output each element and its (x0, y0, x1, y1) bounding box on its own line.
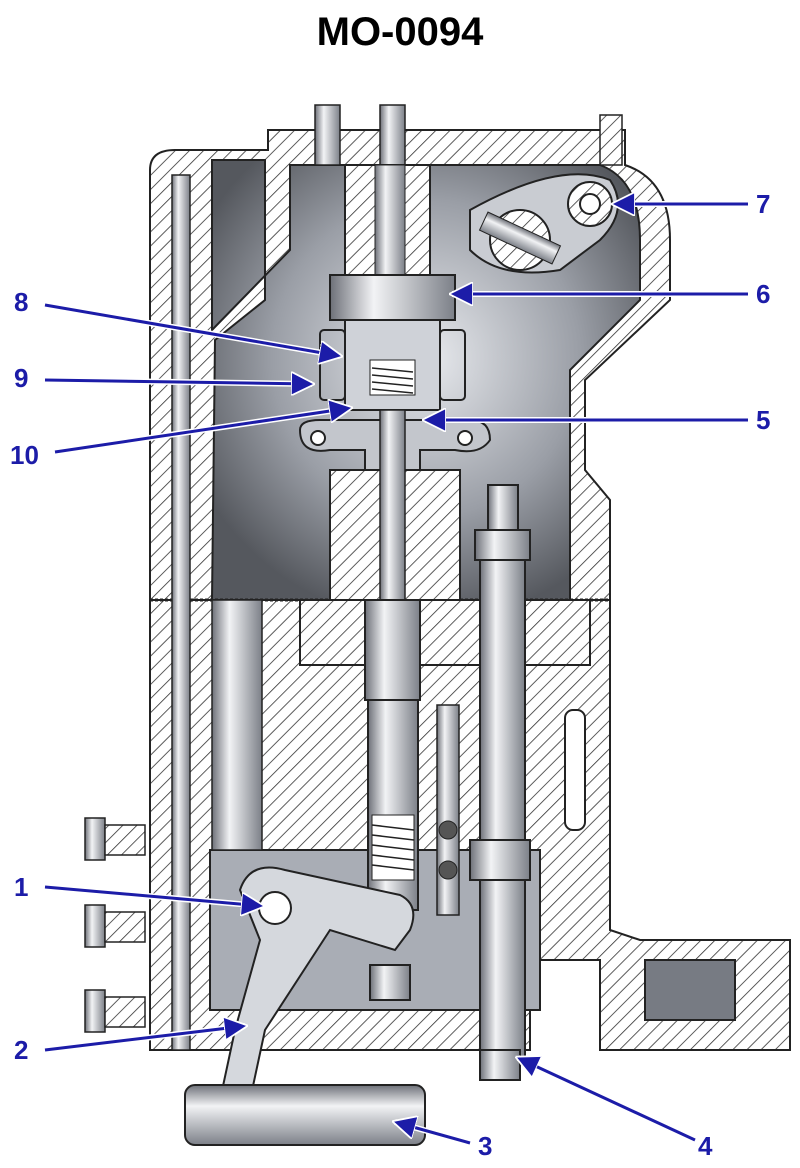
threaded-stud (599, 114, 623, 166)
callout-arrow-9 (44, 380, 312, 384)
valve-assembly (298, 164, 591, 701)
callouts: 1 2 3 4 5 6 7 8 9 10 (10, 189, 770, 1161)
plunger-assembly (367, 699, 460, 1001)
vertical-shaft (469, 484, 531, 1081)
callout-label-6: 6 (756, 279, 770, 309)
callout-label-9: 9 (14, 363, 28, 393)
callout-label-8: 8 (14, 287, 28, 317)
callout-label-7: 7 (756, 189, 770, 219)
callout-label-4: 4 (698, 1131, 713, 1161)
callout-arrow-3 (395, 1122, 471, 1145)
callout-label-1: 1 (14, 872, 28, 902)
diagram-title: MO-0094 (316, 10, 484, 54)
callout-label-10: 10 (10, 440, 39, 470)
callout-arrow-4 (518, 1058, 696, 1142)
top-rod-left (314, 104, 341, 166)
bolts (84, 817, 146, 1033)
guide-bore (211, 599, 263, 851)
callout-label-2: 2 (14, 1035, 28, 1065)
rocker-arm (218, 866, 415, 1101)
left-rod (171, 174, 191, 1051)
cam-lever (469, 173, 619, 274)
camshaft (184, 1084, 426, 1146)
callout-arrow-2 (44, 1026, 245, 1052)
callout-label-5: 5 (756, 405, 770, 435)
callout-arrow-8 (44, 303, 340, 356)
callout-arrow-10 (54, 408, 350, 454)
callout-label-3: 3 (478, 1131, 492, 1161)
callout-arrow-1 (44, 885, 262, 906)
